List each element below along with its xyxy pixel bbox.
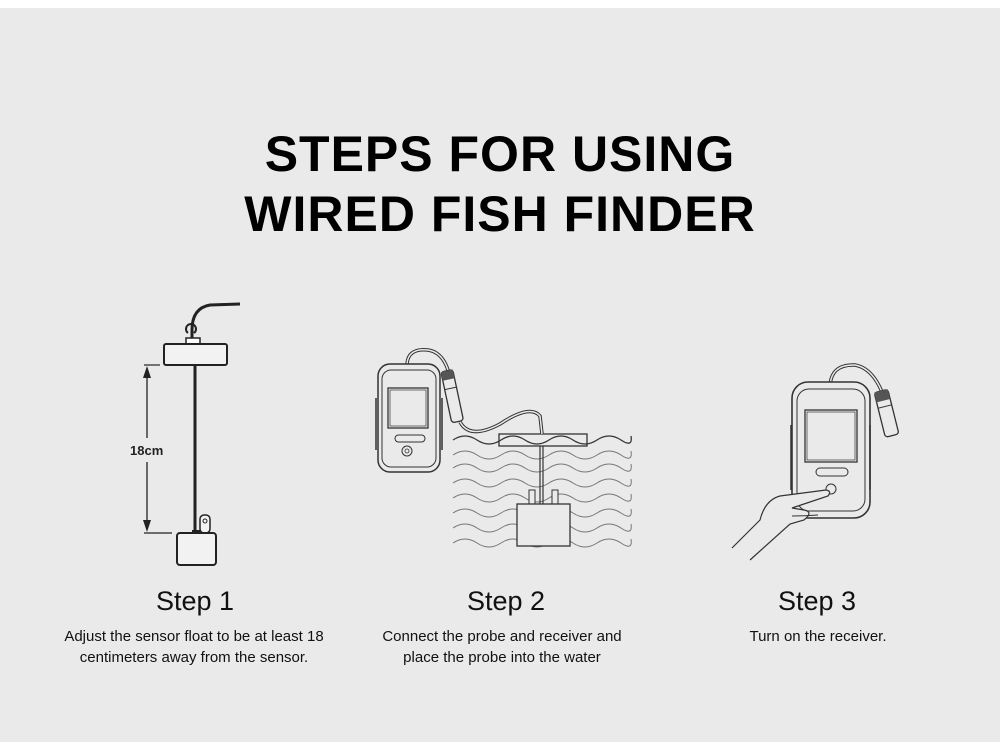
step-1-description: Adjust the sensor float to be at least 1… — [34, 626, 354, 668]
step-2-title: Step 2 — [466, 586, 546, 616]
page-title-line1: STEPS FOR USING — [264, 126, 736, 182]
step-3-description: Turn on the receiver. — [658, 626, 978, 647]
page-title-line2: WIRED FISH FINDER — [244, 186, 756, 242]
step-2-description-line1: Connect the probe and receiver and — [382, 628, 622, 645]
step-2-description-line2: place the probe into the water — [403, 649, 601, 666]
power-on-receiver-illustration — [731, 363, 899, 561]
step-1-description-line1: Adjust the sensor float to be at least 1… — [64, 628, 324, 645]
step-2-description: Connect the probe and receiver and place… — [342, 626, 662, 668]
distance-label: 18cm — [130, 443, 163, 458]
step-3-description-line1: Turn on the receiver. — [749, 628, 887, 645]
step-3-title: Step 3 — [777, 586, 857, 616]
step-1-description-line2: centimeters away from the sensor. — [79, 649, 309, 666]
step-1-title: Step 1 — [155, 586, 235, 616]
receiver-probe-water-illustration — [375, 348, 632, 548]
sensor-float-distance-illustration: 18cm — [130, 302, 241, 566]
